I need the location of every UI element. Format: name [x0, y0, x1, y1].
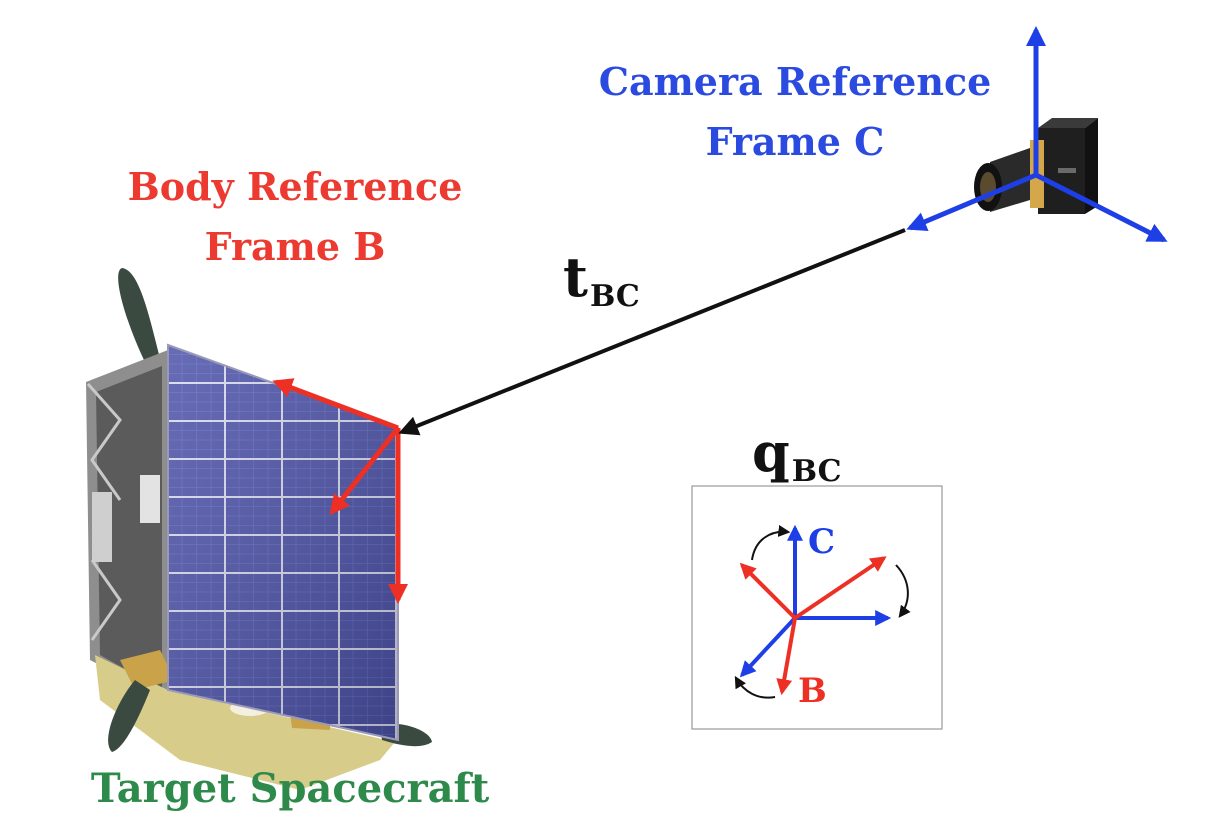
target-spacecraft-label: Target Spacecraft [90, 765, 490, 812]
rotation-symbol: q [752, 420, 790, 484]
rotation-inset: C B [691, 485, 943, 730]
body-frame-label-line2: Frame B [204, 223, 386, 269]
camera-axis-right [1034, 172, 1168, 243]
translation-vector [398, 228, 906, 436]
body-axis-z [329, 426, 400, 516]
translation-symbol: t [563, 245, 588, 309]
body-frame-label: Body Reference Frame B [60, 165, 530, 268]
spacecraft-icon [86, 268, 432, 790]
camera-axis-left [906, 172, 1037, 232]
rotation-label: qBC [752, 420, 842, 489]
body-axis-x [272, 378, 399, 431]
translation-label: tBC [563, 245, 640, 314]
body-frame-label-line1: Body Reference [127, 164, 463, 209]
inset-label-b: B [798, 671, 827, 711]
translation-subscript: BC [589, 279, 640, 314]
camera-frame-label-line2: Frame C [705, 118, 885, 164]
camera-frame-label-line1: Camera Reference [598, 59, 992, 104]
camera-frame-axes [906, 26, 1168, 243]
inset-label-c: C [808, 522, 835, 562]
body-frame-axes [272, 378, 408, 604]
rotation-subscript: BC [791, 454, 842, 489]
camera-frame-label: Camera Reference Frame C [560, 60, 1030, 163]
